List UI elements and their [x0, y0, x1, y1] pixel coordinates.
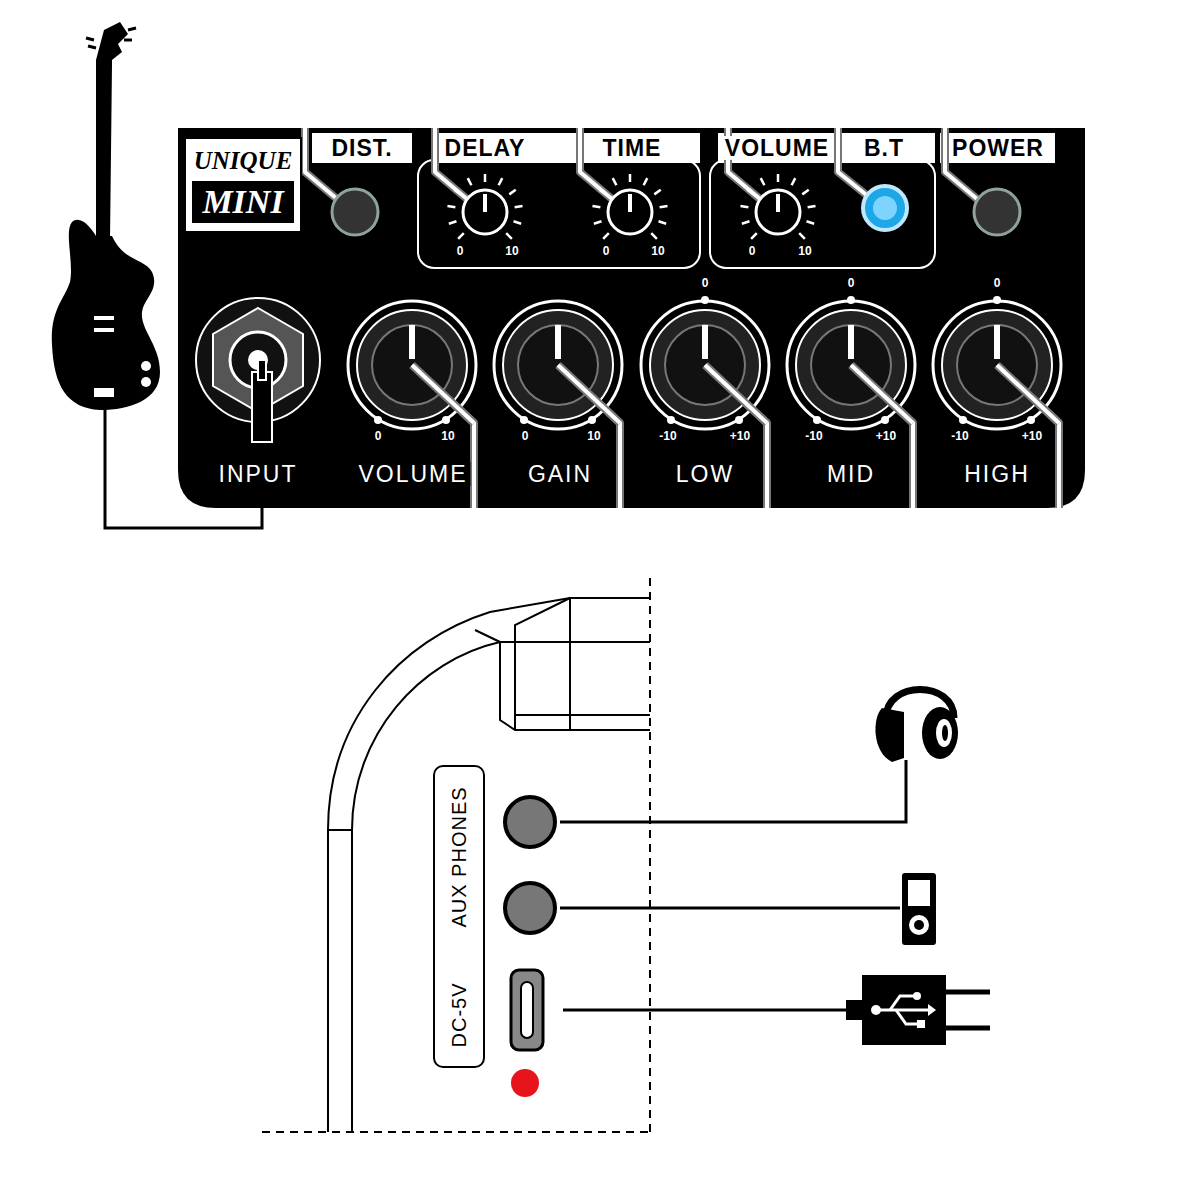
control-label: DIST.: [329, 136, 394, 160]
scale-number: +10: [875, 430, 897, 443]
scale-number: 10: [650, 245, 665, 258]
music-player-icon: [902, 873, 936, 945]
knob-label: GAIN: [525, 462, 595, 486]
logo-box: UNIQUE MINI: [184, 137, 302, 233]
scale-number: 10: [797, 245, 812, 258]
control-label: VOLUME: [723, 136, 831, 160]
scale-number: 10: [586, 430, 601, 443]
control-label: DELAY: [443, 136, 528, 160]
scale-number: 0: [456, 245, 465, 258]
control-label: TIME: [601, 136, 664, 160]
scale-number: 0: [374, 430, 383, 443]
headphones-icon: [875, 690, 958, 763]
knob-label: INPUT: [216, 462, 301, 486]
jack-panel: AUX PHONES DC-5V: [433, 765, 485, 1068]
scale-number: 0: [701, 277, 710, 290]
scale-number: -10: [804, 430, 823, 443]
model-name: MINI: [192, 181, 294, 223]
usb-charger-icon: [846, 975, 990, 1045]
knob-label: HIGH: [961, 462, 1033, 486]
scale-number: 0: [602, 245, 611, 258]
scale-number: -10: [950, 430, 969, 443]
brand-name: UNIQUE: [190, 147, 296, 175]
scale-number: 10: [504, 245, 519, 258]
scale-number: +10: [729, 430, 751, 443]
control-label: B.T: [862, 136, 906, 160]
knob-label: MID: [824, 462, 878, 486]
guitar-icon: [52, 22, 160, 410]
scale-number: 0: [847, 277, 856, 290]
scale-number: 10: [440, 430, 455, 443]
scale-number: +10: [1021, 430, 1043, 443]
scale-number: 0: [993, 277, 1002, 290]
knob-label: VOLUME: [355, 462, 470, 486]
scale-number: 0: [748, 245, 757, 258]
scale-number: 0: [521, 430, 530, 443]
port-label: AUX PHONES: [448, 786, 471, 927]
port-label: DC-5V: [448, 982, 471, 1047]
control-label: POWER: [950, 136, 1046, 160]
knob-label: LOW: [673, 462, 737, 486]
input-jack: [196, 298, 320, 442]
scale-number: -10: [658, 430, 677, 443]
